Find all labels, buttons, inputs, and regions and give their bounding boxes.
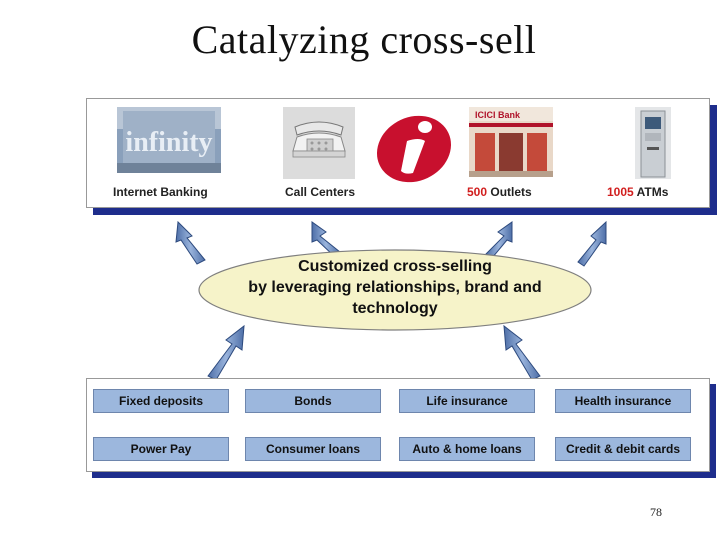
infinity-logo-image: infinity: [117, 107, 221, 173]
arrow-up-icon: [577, 220, 607, 267]
product-health-insurance: Health insurance: [555, 389, 691, 413]
center-line-1: Customized cross-selling: [298, 258, 492, 275]
product-fixed-deposits: Fixed deposits: [93, 389, 229, 413]
product-consumer-loans: Consumer loans: [245, 437, 381, 461]
svg-text:infinity: infinity: [125, 127, 212, 158]
center-line-3: technology: [352, 300, 438, 317]
channels-box: infinity ICICI Bank: [86, 98, 710, 208]
arrow-up-icon: [207, 324, 245, 381]
channel-label-outlets: 500 Outlets: [467, 185, 532, 199]
slide-title: Catalyzing cross-sell: [191, 17, 537, 62]
atm-count: 1005: [607, 185, 634, 199]
branch-image: ICICI Bank: [469, 107, 553, 177]
center-message: Customized cross-selling by leveraging r…: [196, 256, 594, 319]
product-bonds: Bonds: [245, 389, 381, 413]
center-ellipse: [196, 248, 594, 332]
product-auto-home-loans: Auto & home loans: [399, 437, 535, 461]
products-box: Fixed deposits Bonds Life insurance Heal…: [86, 378, 710, 472]
icici-i-logo: [373, 109, 455, 185]
product-life-insurance: Life insurance: [399, 389, 535, 413]
channel-label-call-centers: Call Centers: [285, 185, 356, 199]
product-power-pay: Power Pay: [93, 437, 229, 461]
svg-text:ICICI Bank: ICICI Bank: [475, 110, 521, 120]
arrow-up-icon: [503, 324, 541, 381]
telephone-image: [283, 107, 355, 179]
outlets-count: 500: [467, 185, 488, 199]
center-line-2: by leveraging relationships, brand and: [248, 279, 542, 296]
channel-label-atms: 1005 ATMs: [607, 185, 669, 199]
page-number: 78: [650, 505, 662, 519]
product-credit-debit-cards: Credit & debit cards: [555, 437, 691, 461]
channel-label-internet-banking: Internet Banking: [113, 185, 208, 199]
atm-image: [635, 107, 671, 179]
arrow-up-icon: [175, 220, 206, 265]
